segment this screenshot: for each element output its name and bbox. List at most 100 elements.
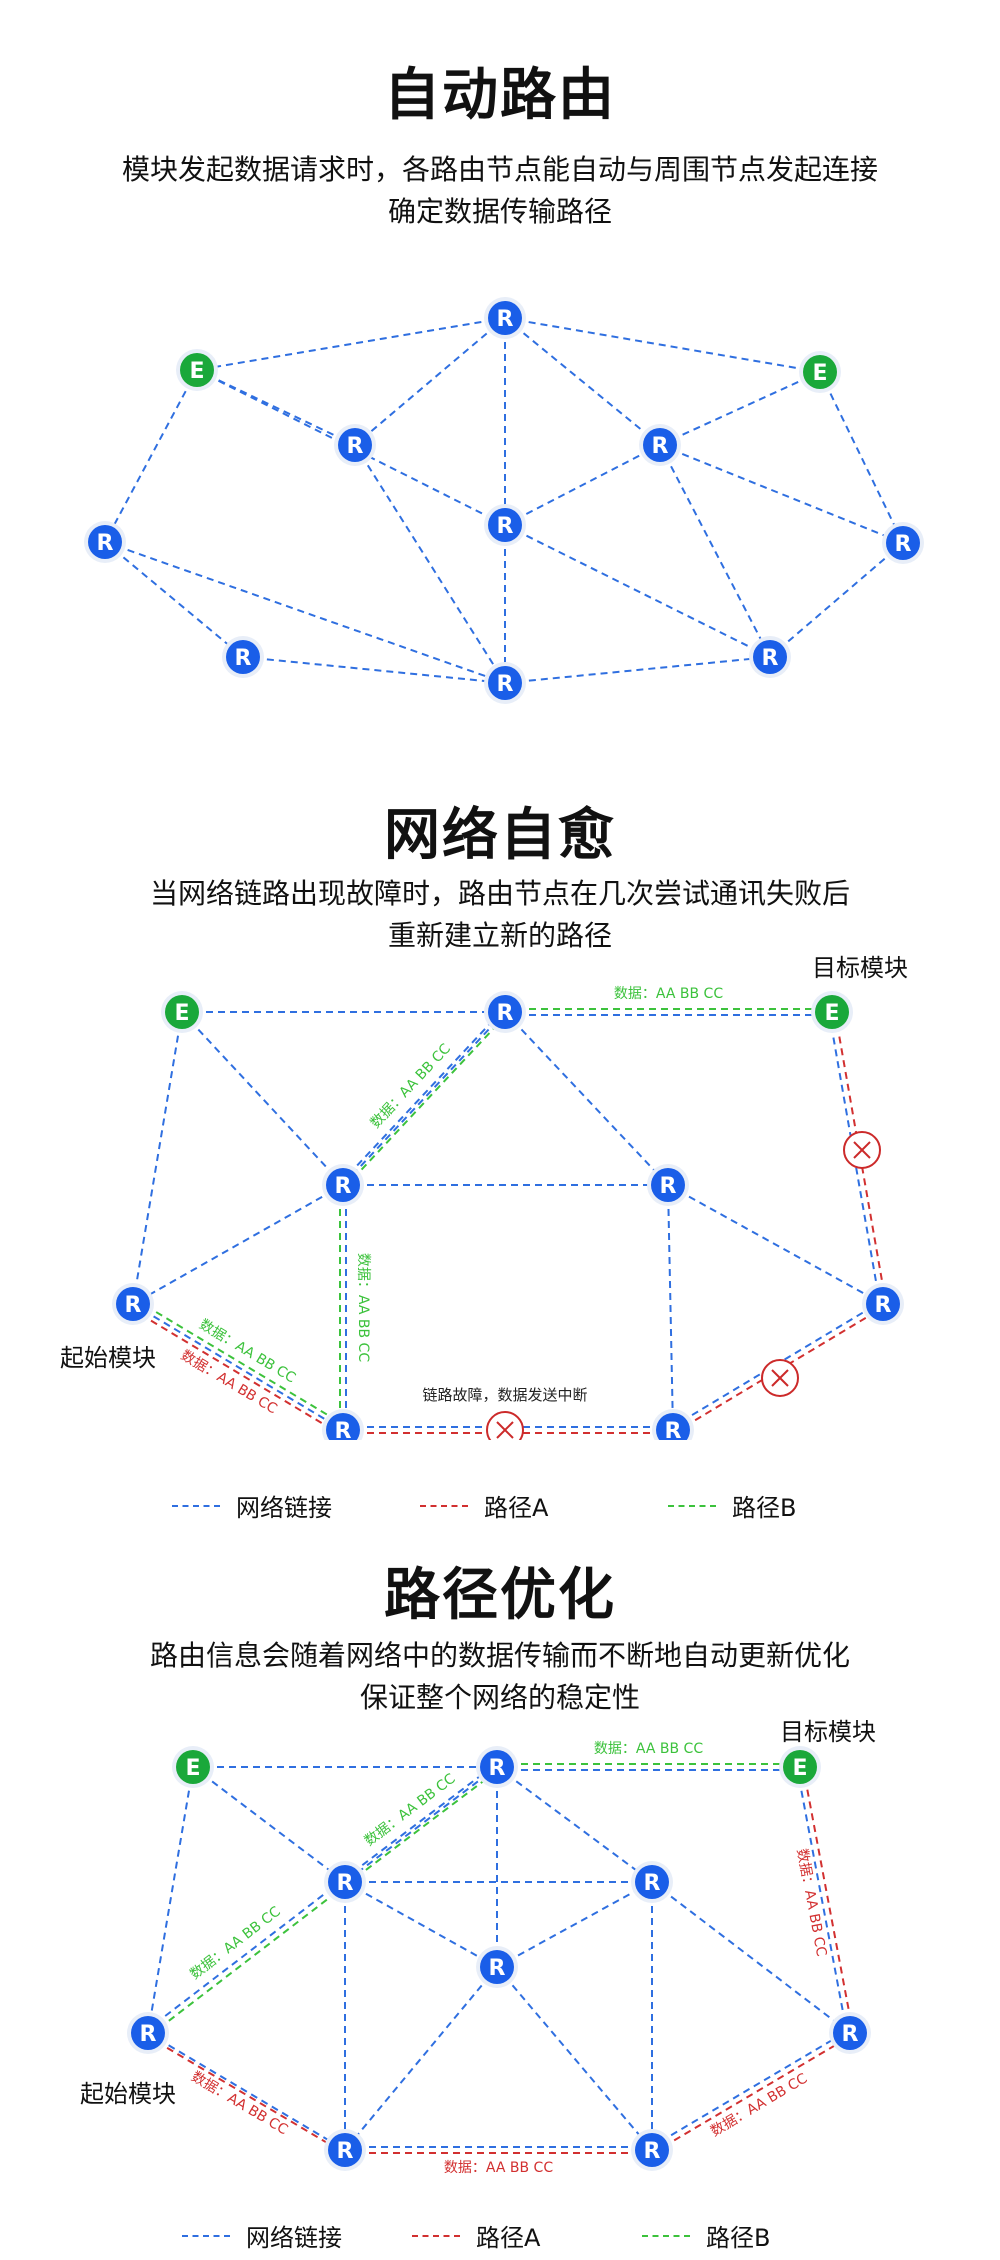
fault-marker bbox=[486, 1411, 524, 1440]
node-circle bbox=[180, 353, 214, 387]
network-link bbox=[659, 371, 821, 446]
data-label-a: 数据：AA BB CC bbox=[793, 1847, 829, 1958]
router-node: R bbox=[127, 2012, 169, 2054]
section3-desc-line1: 路由信息会随着网络中的数据传输而不断地自动更新优化 bbox=[149, 1639, 850, 1672]
network-link bbox=[796, 1767, 849, 2034]
router-node: R bbox=[324, 1861, 366, 1903]
end-node: E bbox=[779, 1746, 821, 1788]
section1-desc-line1: 模块发起数据请求时，各路由节点能自动与周围节点发起连接 bbox=[121, 153, 878, 186]
section1-title: 自动路由 bbox=[384, 63, 616, 128]
section2-start-label: 起始模块 bbox=[60, 1344, 156, 1372]
node-letter: E bbox=[189, 359, 204, 384]
node-circle bbox=[165, 995, 199, 1029]
end-node: E bbox=[811, 991, 853, 1033]
node-letter: R bbox=[335, 1419, 352, 1440]
legend3-link-label: 网络链接 bbox=[246, 2224, 342, 2252]
network-link bbox=[145, 1878, 344, 2032]
fault-cross-b bbox=[771, 1369, 789, 1387]
data-label-b: 数据：AA BB CC bbox=[614, 986, 723, 1002]
section2-title: 网络自愈 bbox=[384, 803, 616, 868]
network-link bbox=[651, 1881, 851, 2034]
node-circle bbox=[635, 2133, 669, 2167]
node-letter: R bbox=[895, 532, 912, 557]
node-circle bbox=[480, 1950, 514, 1984]
fault-ring bbox=[486, 1411, 524, 1440]
node-circle bbox=[866, 1287, 900, 1321]
network-link bbox=[342, 1763, 496, 1881]
router-node: R bbox=[476, 1946, 518, 1988]
node-circle bbox=[651, 1168, 685, 1202]
node-circle bbox=[815, 995, 849, 1029]
node-letter: R bbox=[335, 1174, 352, 1199]
network-link bbox=[659, 444, 771, 658]
network-link bbox=[354, 444, 506, 684]
node-circle bbox=[328, 1865, 362, 1899]
router-node: R bbox=[324, 2129, 366, 2171]
router-node: R bbox=[749, 636, 791, 678]
node-circle bbox=[833, 2016, 867, 2050]
network-link bbox=[181, 1011, 344, 1186]
fault-text: 链路故障，数据发送中断 bbox=[422, 1386, 587, 1404]
network-link bbox=[504, 317, 661, 446]
network-link bbox=[196, 317, 506, 371]
path-b-link bbox=[149, 1883, 348, 2037]
legend3-item-link: 网络链接 bbox=[182, 2218, 342, 2253]
network-link bbox=[344, 1766, 498, 1883]
network-link bbox=[496, 1881, 653, 1968]
network-link bbox=[496, 1766, 653, 1883]
network-link bbox=[354, 317, 506, 446]
node-letter: E bbox=[174, 1001, 189, 1026]
node-letter: E bbox=[185, 1756, 200, 1781]
fault-cross-b bbox=[853, 1141, 871, 1159]
node-letter: R bbox=[140, 2022, 157, 2047]
section3-title: 路径优化 bbox=[384, 1563, 616, 1628]
node-letter: R bbox=[97, 531, 114, 556]
network-link bbox=[819, 371, 904, 544]
node-letter: R bbox=[497, 307, 514, 332]
router-node: R bbox=[84, 521, 126, 563]
path-a-link bbox=[801, 1766, 854, 2033]
end-node: E bbox=[161, 991, 203, 1033]
fault-marker bbox=[843, 1131, 881, 1169]
node-circle bbox=[488, 301, 522, 335]
node-letter: R bbox=[652, 434, 669, 459]
section1-desc-line2: 确定数据传输路径 bbox=[387, 195, 612, 228]
network-link bbox=[147, 1766, 194, 2034]
network-link bbox=[132, 1184, 344, 1305]
data-label-a: 数据：AA BB CC bbox=[188, 2069, 290, 2139]
router-node: R bbox=[322, 1164, 364, 1206]
end-node: E bbox=[799, 351, 841, 393]
network-link bbox=[667, 1184, 674, 1431]
node-letter: E bbox=[792, 1756, 807, 1781]
node-letter: R bbox=[337, 2139, 354, 2164]
section2-desc-line2: 重新建立新的路径 bbox=[387, 919, 612, 952]
node-circle bbox=[338, 428, 372, 462]
legend3-item-path-a: 路径A bbox=[412, 2218, 540, 2253]
node-letter: R bbox=[644, 1871, 661, 1896]
router-node: R bbox=[484, 991, 526, 1033]
node-circle bbox=[226, 640, 260, 674]
router-node: R bbox=[652, 1409, 694, 1440]
node-circle bbox=[328, 2133, 362, 2167]
router-node: R bbox=[631, 2129, 673, 2171]
node-circle bbox=[116, 1287, 150, 1321]
router-node: R bbox=[222, 636, 264, 678]
end-node: E bbox=[176, 349, 218, 391]
node-circle bbox=[886, 526, 920, 560]
network-link bbox=[659, 444, 904, 544]
router-node: R bbox=[882, 522, 924, 564]
router-node: R bbox=[631, 1861, 673, 1903]
network-link bbox=[104, 541, 506, 684]
node-circle bbox=[488, 508, 522, 542]
end-node: E bbox=[172, 1746, 214, 1788]
section2-legend: 网络链接 路径A 路径B bbox=[0, 1488, 1000, 1528]
node-letter: R bbox=[497, 672, 514, 697]
network-link bbox=[496, 1966, 653, 2151]
node-circle bbox=[488, 995, 522, 1029]
router-node: R bbox=[334, 424, 376, 466]
node-circle bbox=[753, 640, 787, 674]
node-letter: R bbox=[235, 646, 252, 671]
